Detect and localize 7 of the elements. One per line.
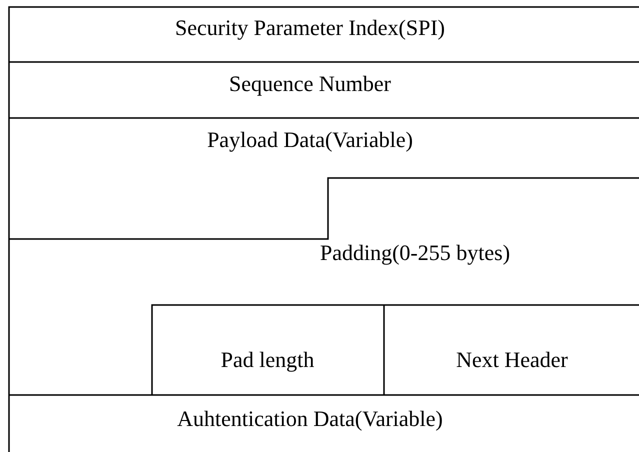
- field-label: Auhtentication Data(Variable): [100, 403, 520, 435]
- field-label: Pad length: [160, 344, 375, 376]
- field-label: Padding(0-255 bytes): [250, 236, 580, 270]
- field-label: Security Parameter Index(SPI): [100, 12, 520, 44]
- field-label: Next Header: [392, 344, 632, 376]
- field-label: Payload Data(Variable): [100, 124, 520, 156]
- field-label: Sequence Number: [100, 68, 520, 100]
